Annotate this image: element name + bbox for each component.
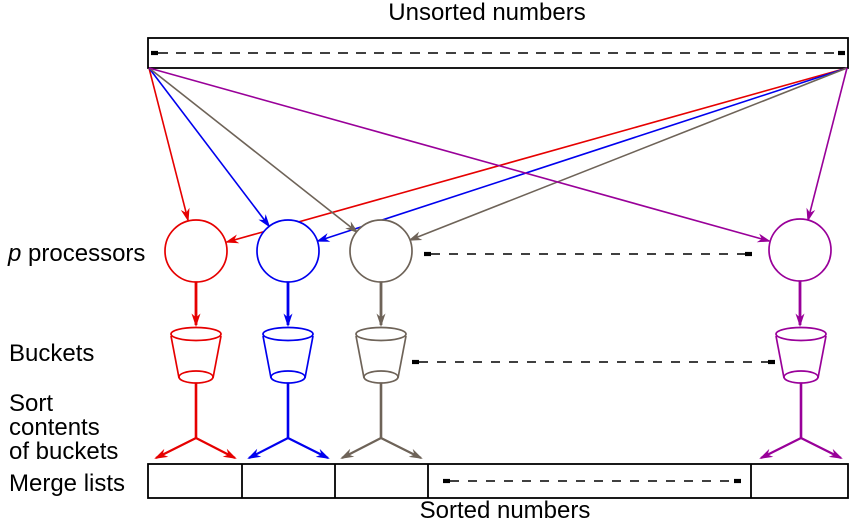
pipeline-processor-4 (759, 218, 843, 459)
merge-arrow-2-left (247, 437, 289, 459)
sorted-array (147, 463, 849, 499)
processor-circle-2 (256, 219, 320, 283)
label-sort-line3: of buckets (9, 438, 119, 465)
merge-arrow-1-left (154, 437, 197, 459)
processor-circle-3 (349, 219, 413, 283)
merge-arrow-3-left (340, 437, 382, 459)
title-unsorted-numbers: Unsorted numbers (388, 0, 586, 26)
label-merge-lists: Merge lists (9, 470, 126, 497)
processor-circle-4 (768, 218, 832, 282)
unsorted-array-box (147, 37, 849, 69)
label-sort-contents: Sort contents of buckets (9, 392, 118, 464)
merge-arrow-2-right (287, 437, 330, 459)
title-sorted-numbers: Sorted numbers (419, 497, 591, 523)
bucket-3 (355, 326, 407, 384)
unsorted-array (147, 37, 849, 69)
processor-circle-1 (164, 219, 228, 283)
bucket-2 (262, 326, 314, 384)
label-p-variable: p (8, 240, 22, 267)
distribution-arrows-processor-1 (148, 67, 848, 244)
distribution-arrows-processor-4 (148, 67, 848, 243)
merge-arrow-3-right (380, 437, 423, 459)
distribution-arrows-processor-3 (148, 67, 848, 241)
label-processors-word: processors (21, 240, 146, 267)
label-sort-line2: contents (9, 414, 100, 441)
label-p-processors: p processors (8, 242, 145, 266)
merge-arrow-4-right (800, 437, 843, 459)
sorted-array-box (147, 463, 849, 499)
pipeline-processor-1 (154, 219, 237, 459)
label-buckets: Buckets (9, 340, 95, 367)
bucket-1 (170, 326, 222, 384)
merge-arrow-4-left (759, 437, 802, 459)
label-sort-line1: Sort (9, 390, 54, 417)
bucket-4 (775, 326, 827, 384)
pipeline-processor-2 (247, 219, 330, 459)
distribution-arrows-processor-2 (148, 67, 848, 242)
merge-arrow-1-right (195, 437, 237, 459)
pipeline-processor-3 (340, 219, 423, 459)
